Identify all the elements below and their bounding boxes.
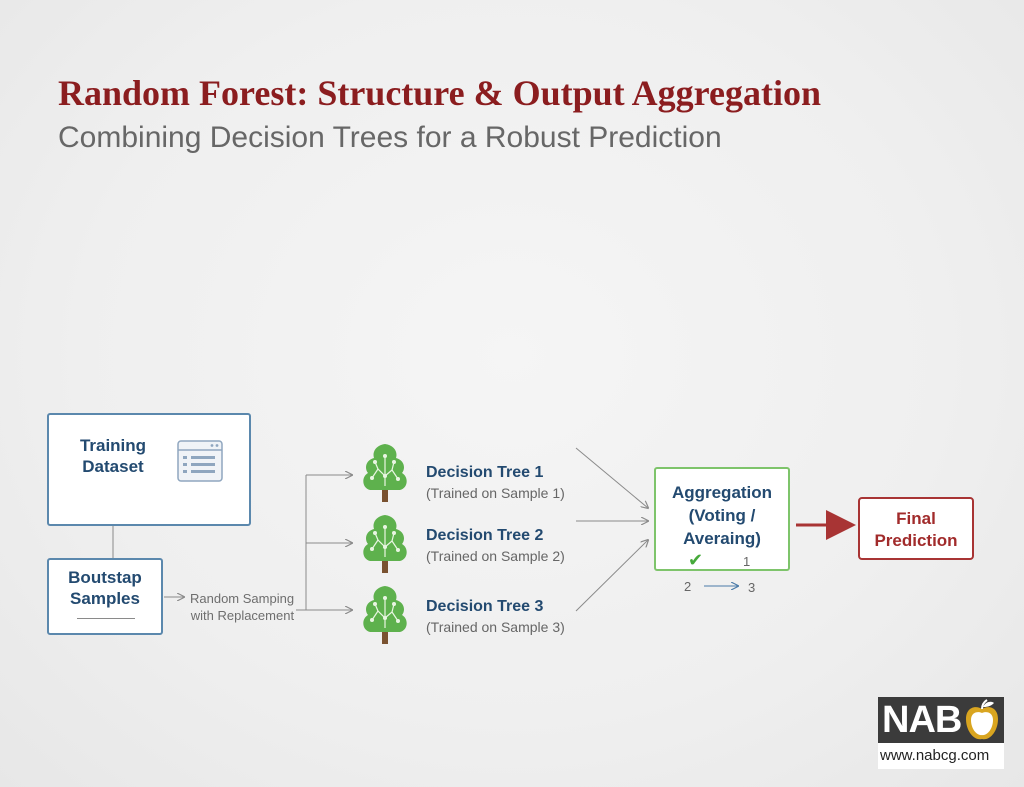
bootstrap-samples-box: Boutstap Samples <box>47 558 163 635</box>
connector-tree-1-agg <box>575 447 648 508</box>
logo-url: www.nabcg.com <box>880 747 990 764</box>
page-title: Random Forest: Structure & Output Aggreg… <box>58 73 821 113</box>
nab-logo: NAB www.nabcg.com <box>878 697 1004 769</box>
tree-3-name: Decision Tree 3 <box>426 598 544 615</box>
final-prediction-box: Final Prediction <box>858 497 974 560</box>
logo-mark: NAB <box>878 697 1004 743</box>
connector-splitter <box>296 475 307 611</box>
tree-3-sub: (Trained on Sample 3) <box>426 619 565 635</box>
aggregation-box: Aggregation (Voting / Averaing) <box>654 467 790 571</box>
bootstrap-samples-label: Boutstap Samples <box>68 568 142 608</box>
tree-icon <box>358 513 412 580</box>
agg-row2-from: 2 <box>684 579 692 594</box>
tree-2-sub: (Trained on Sample 2) <box>426 548 565 564</box>
connector-tree-3-agg <box>575 540 648 612</box>
agg-row1-num: 1 <box>743 554 751 569</box>
check-icon: ✔ <box>688 550 704 570</box>
tree-icon <box>358 442 412 509</box>
sampling-label: Random Samping with Replacement <box>190 591 295 623</box>
page-subtitle: Combining Decision Trees for a Robust Pr… <box>58 121 722 154</box>
tree-2-name: Decision Tree 2 <box>426 527 544 544</box>
final-prediction-label: Final Prediction <box>874 509 958 550</box>
tree-1-sub: (Trained on Sample 1) <box>426 485 565 501</box>
training-dataset-label: Training Dataset <box>79 436 147 476</box>
logo-text: NAB <box>882 699 962 741</box>
tree-icon <box>358 584 412 651</box>
tree-1-name: Decision Tree 1 <box>426 464 544 481</box>
training-dataset-box: Training Dataset <box>47 413 251 526</box>
aggregation-label: Aggregation (Voting / Averaing) <box>671 483 773 548</box>
bootstrap-underline <box>77 618 135 619</box>
table-icon <box>177 440 223 487</box>
apple-icon <box>962 699 1002 748</box>
agg-row2-to: 3 <box>748 580 756 595</box>
